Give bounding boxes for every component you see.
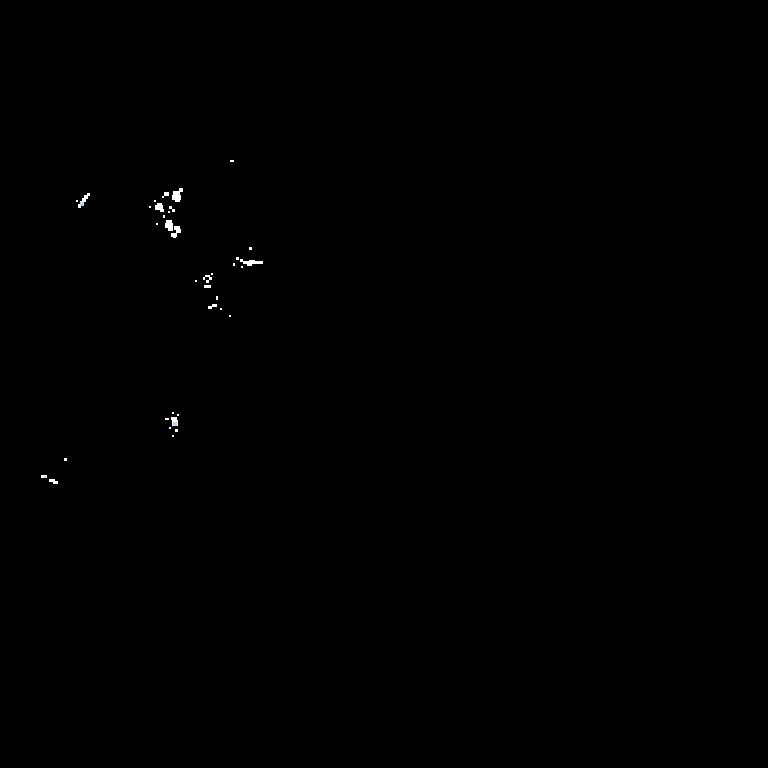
mask-canvas [0,0,768,768]
binary-mask-image [0,0,768,768]
